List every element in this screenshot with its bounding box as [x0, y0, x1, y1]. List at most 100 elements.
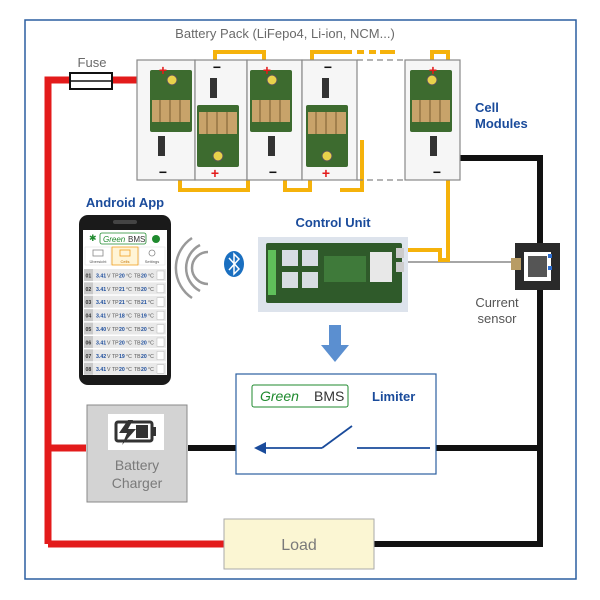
cell-detail-button[interactable]	[156, 324, 165, 334]
charging-battery-icon	[108, 414, 164, 450]
cell-temp-p: 19	[119, 354, 125, 360]
battery-pack-title: Battery Pack (LiFepo4, Li-ion, NCM...)	[175, 26, 395, 41]
tb-label: TB	[134, 340, 141, 346]
cell-detail-button[interactable]	[156, 297, 165, 307]
cell-modules-label-line2: Modules	[475, 116, 528, 131]
bluetooth-small-icon: ✱	[89, 233, 97, 243]
app-logo-green: Green	[103, 235, 126, 244]
cell-temp-p: 20	[119, 273, 125, 279]
cell-voltage: 3.41	[96, 314, 106, 320]
temp-unit: °C	[148, 327, 154, 333]
fuse-icon	[69, 72, 113, 90]
svg-text:−: −	[324, 59, 332, 75]
svg-text:+: +	[263, 62, 271, 78]
tp-label: TP	[112, 287, 119, 293]
cell-temp-b: 20	[141, 327, 147, 333]
app-logo	[99, 232, 147, 245]
wireless-signal-icon	[174, 236, 209, 300]
status-ok-icon	[152, 235, 160, 243]
cell-detail-button[interactable]	[156, 270, 165, 280]
battery-charger-label-line1: Battery	[115, 457, 159, 473]
cell-module-pcbs	[150, 70, 452, 167]
cell-voltage: 3.41	[96, 273, 106, 279]
battery-pack-dashed-outline	[357, 59, 405, 181]
cell-temp-p: 20	[119, 327, 125, 333]
voltage-unit: V	[107, 327, 111, 333]
cell-temp-b: 20	[141, 367, 147, 373]
tb-label: TB	[134, 354, 141, 360]
cell-number: 01	[86, 273, 92, 279]
cell-detail-button[interactable]	[156, 284, 165, 293]
tb-label: TB	[134, 287, 141, 293]
temp-unit: °C	[126, 314, 132, 320]
voltage-unit: V	[107, 273, 111, 279]
tb-label: TB	[134, 273, 141, 279]
cell-detail-button[interactable]	[156, 337, 165, 347]
svg-text:+: +	[159, 62, 167, 78]
temp-unit: °C	[148, 354, 154, 360]
negative-wires	[188, 155, 543, 547]
cell-temp-b: 20	[141, 340, 147, 346]
cell-temp-b: 20	[141, 273, 147, 279]
current-sensor-label-line2: sensor	[477, 311, 517, 326]
cell-detail-button[interactable]	[156, 364, 165, 374]
cell-temp-b: 21	[141, 300, 147, 306]
cell-detail-button[interactable]	[156, 351, 165, 360]
cell-temp-b: 20	[141, 287, 147, 293]
limiter-logo	[251, 384, 349, 408]
voltage-unit: V	[107, 340, 111, 346]
tp-label: TP	[112, 367, 119, 373]
tp-label: TP	[112, 314, 119, 320]
cell-detail-button[interactable]	[156, 311, 165, 320]
voltage-unit: V	[107, 354, 111, 360]
temp-unit: °C	[148, 273, 154, 279]
switch-symbol	[254, 425, 430, 454]
cell-number: 02	[86, 287, 92, 293]
tb-label: TB	[134, 300, 141, 306]
android-app-title: Android App	[86, 195, 164, 210]
cell-temp-b: 20	[141, 354, 147, 360]
current-sensor-device	[511, 243, 560, 290]
temp-unit: °C	[126, 273, 132, 279]
svg-text:+: +	[211, 165, 219, 181]
voltage-unit: V	[107, 314, 111, 320]
temp-unit: °C	[126, 327, 132, 333]
current-sensor-label-line1: Current	[475, 295, 519, 310]
cell-temp-p: 21	[119, 287, 125, 293]
tp-label: TP	[112, 340, 119, 346]
temp-unit: °C	[148, 340, 154, 346]
cell-number: 06	[86, 340, 92, 346]
cell-number: 04	[86, 314, 92, 320]
diagram-frame	[24, 19, 577, 580]
control-unit-label: Control Unit	[295, 215, 371, 230]
cell-number: 03	[86, 300, 92, 306]
cell-temp-p: 18	[119, 314, 125, 320]
tp-label: TP	[112, 300, 119, 306]
tp-label: TP	[112, 354, 119, 360]
temp-unit: °C	[126, 354, 132, 360]
svg-text:+: +	[429, 62, 437, 78]
tb-label: TB	[134, 314, 141, 320]
fuse-label: Fuse	[78, 55, 107, 70]
cell-voltage: 3.40	[96, 327, 106, 333]
cell-number: 05	[86, 327, 92, 333]
tp-label: TP	[112, 327, 119, 333]
temp-unit: °C	[148, 314, 154, 320]
voltage-unit: V	[107, 287, 111, 293]
svg-text:−: −	[269, 164, 277, 180]
cell-temp-p: 20	[119, 367, 125, 373]
voltage-unit: V	[107, 367, 111, 373]
load-box	[223, 518, 375, 570]
cell-voltage: 3.41	[96, 300, 106, 306]
limiter-logo-green: Green	[260, 388, 299, 404]
